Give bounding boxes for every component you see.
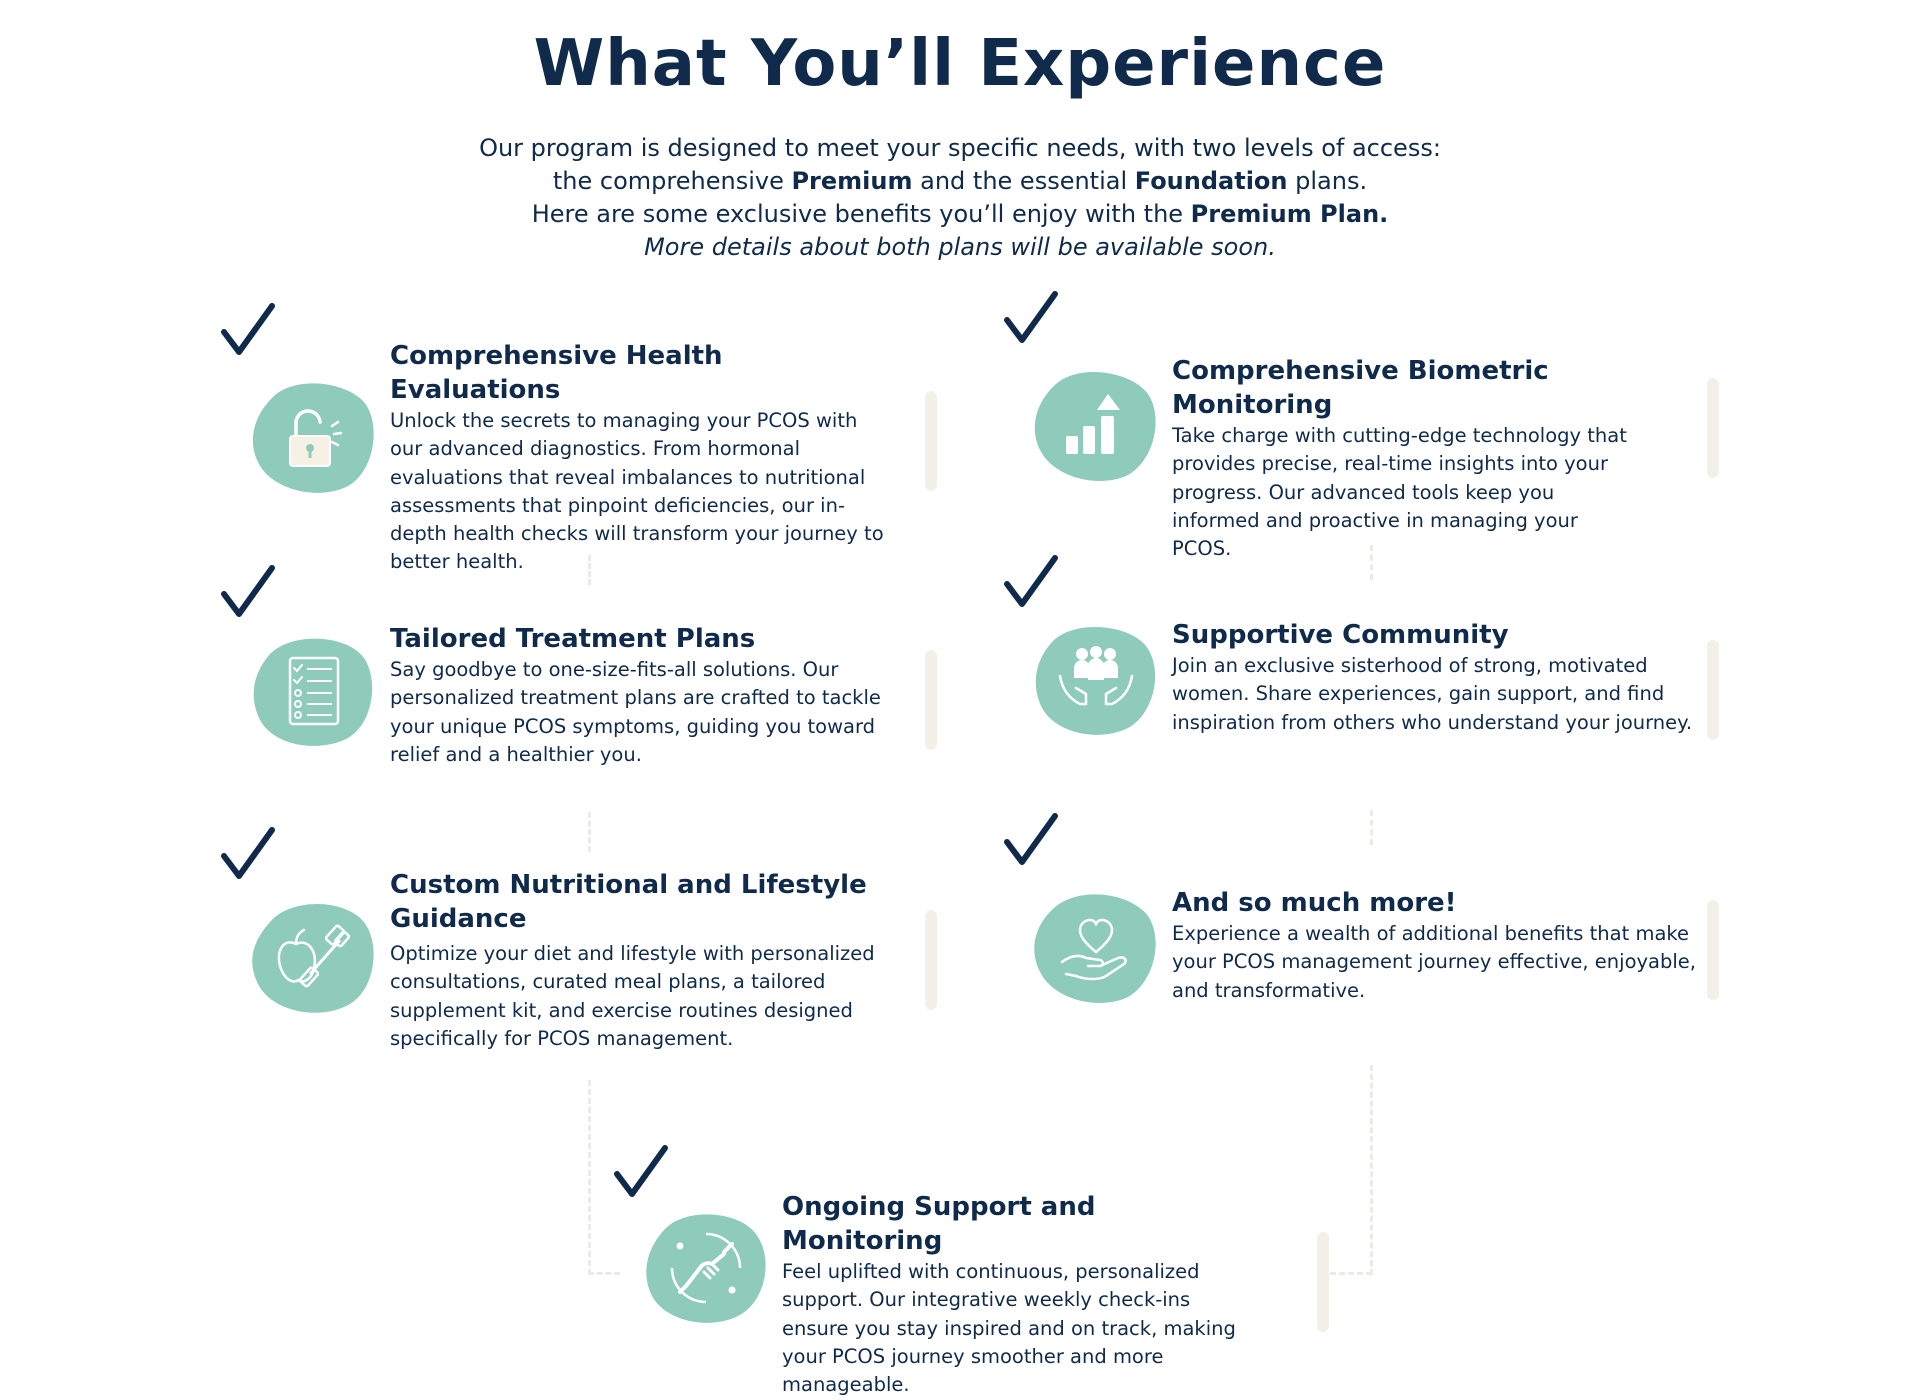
icon-badge <box>252 634 376 750</box>
card-title: Custom Nutritional and Lifestyle Guidanc… <box>390 870 867 934</box>
checkmark-icon <box>221 565 275 617</box>
connector-left-1 <box>588 555 591 585</box>
connector-pill <box>925 391 937 491</box>
connector-left-2 <box>588 812 591 852</box>
premium-plan-label: Premium Plan. <box>1190 200 1389 228</box>
connector-right-1 <box>1370 545 1373 580</box>
foundation-label: Foundation <box>1134 167 1288 195</box>
checkmark-icon <box>221 303 275 355</box>
connector-right-2 <box>1370 810 1373 845</box>
card-body: Say goodbye to one-size-fits-all solutio… <box>390 658 881 766</box>
connector-pill <box>1707 378 1719 478</box>
icon-badge <box>1034 622 1158 738</box>
intro-line-4: More details about both plans will be av… <box>644 233 1276 261</box>
card-title: And so much more! <box>1172 888 1457 918</box>
community-hands-icon <box>1058 646 1134 706</box>
premium-label: Premium <box>791 167 913 195</box>
icon-badge <box>1034 890 1158 1006</box>
unlocked-padlock-icon <box>289 409 343 467</box>
connector-left-3 <box>588 1080 591 1275</box>
card-body: Unlock the secrets to managing your PCOS… <box>390 409 884 574</box>
intro-line-1: Our program is designed to meet your spe… <box>479 134 1441 162</box>
intro-line-2-b: and the essential <box>912 167 1135 195</box>
checkmark-icon <box>614 1145 668 1197</box>
page-title: What You’ll Experience <box>533 27 1387 101</box>
card-body: Optimize your diet and lifestyle with pe… <box>390 942 875 1050</box>
heart-in-hand-icon <box>1060 918 1127 981</box>
checkmark-icon <box>1004 813 1058 865</box>
connector-pill <box>925 650 937 750</box>
connector-right-3 <box>1370 1065 1373 1275</box>
intro-line-2: the comprehensive Premium and the essent… <box>260 165 1660 198</box>
intro-line-3-a: Here are some exclusive benefits you’ll … <box>531 200 1191 228</box>
intro-line-2-a: the comprehensive <box>552 167 792 195</box>
card-body: Feel uplifted with continuous, personali… <box>782 1260 1236 1397</box>
card-title: Comprehensive Health Evaluations <box>390 341 723 405</box>
connector-bottom-right <box>1330 1272 1372 1275</box>
card-title: Comprehensive Biometric Monitoring <box>1172 356 1549 420</box>
card-body: Join an exclusive sisterhood of strong, … <box>1172 654 1693 734</box>
connector-pill <box>1707 900 1719 1000</box>
connector-pill <box>1707 640 1719 740</box>
intro-line-2-c: plans. <box>1287 167 1368 195</box>
checkmark-icon <box>1004 555 1058 607</box>
checklist-icon <box>288 656 340 726</box>
icon-badge <box>1034 368 1158 484</box>
icon-badge <box>644 1210 768 1326</box>
growth-chart-icon <box>1066 394 1120 454</box>
card-title: Tailored Treatment Plans <box>390 624 756 654</box>
icon-badge <box>252 380 376 496</box>
connector-pill <box>1317 1232 1329 1332</box>
apple-dumbbell-icon <box>277 924 351 988</box>
helping-hands-icon <box>670 1232 742 1304</box>
intro-text: Our program is designed to meet your spe… <box>260 132 1660 264</box>
icon-badge <box>252 900 376 1016</box>
card-body: Take charge with cutting-edge technology… <box>1172 424 1627 561</box>
checkmark-icon <box>1004 291 1058 343</box>
connector-bottom-left <box>588 1272 620 1275</box>
card-body: Experience a wealth of additional benefi… <box>1172 922 1696 1002</box>
card-title: Ongoing Support and Monitoring <box>782 1192 1096 1256</box>
checkmark-icon <box>221 827 275 879</box>
intro-line-3: Here are some exclusive benefits you’ll … <box>260 198 1660 231</box>
connector-pill <box>925 910 937 1010</box>
card-title: Supportive Community <box>1172 620 1509 650</box>
